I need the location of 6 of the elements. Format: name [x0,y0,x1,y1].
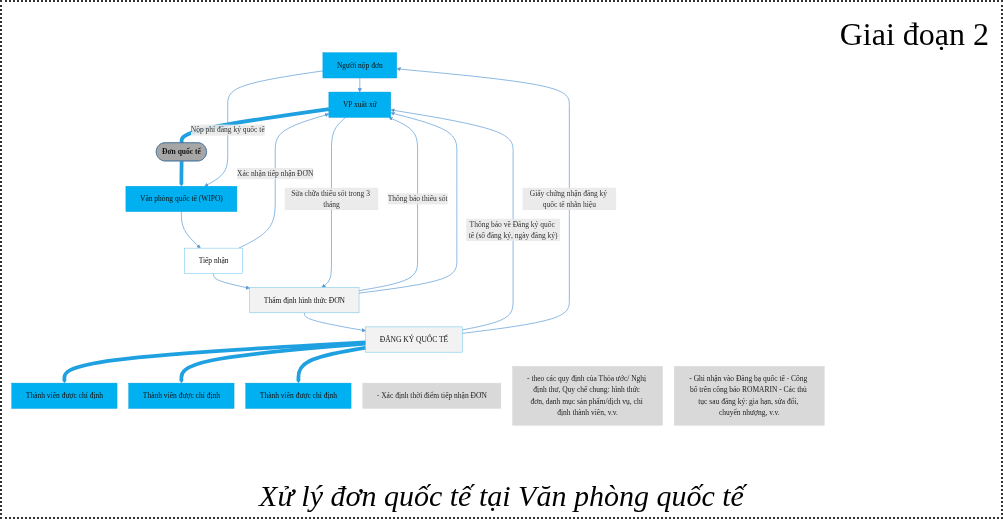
arrow [296,345,366,384]
stage-title: Giai đoạn 2 [839,16,989,53]
arrow [179,161,184,187]
arrow [179,341,366,384]
diagram-caption: Xử lý đơn quốc tế tại Văn phòng quốc tế [2,479,1001,513]
arrow [62,340,366,384]
